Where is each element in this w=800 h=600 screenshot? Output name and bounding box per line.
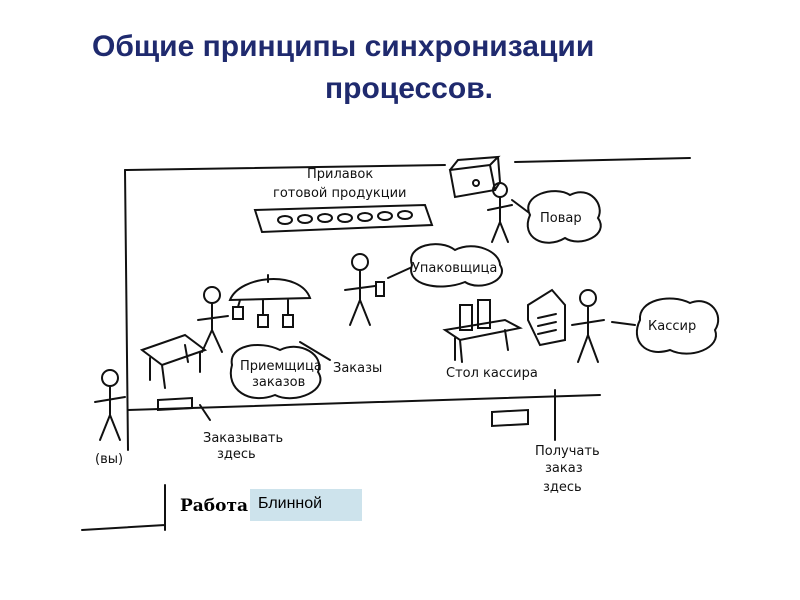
orders-label: Заказы xyxy=(333,361,382,376)
cashier-desk-label: Стол кассира xyxy=(446,366,538,381)
packer-arrow xyxy=(387,267,411,279)
package xyxy=(459,304,473,331)
slide-title-line2: процессов. xyxy=(325,72,493,105)
order-ticket xyxy=(257,314,269,328)
receiver-label-1: Приемщица xyxy=(240,359,322,374)
pancakes-row xyxy=(277,210,413,225)
receiver-cloud xyxy=(229,344,322,400)
cash-register xyxy=(527,288,566,347)
you-figure xyxy=(94,369,126,441)
room-top-wall xyxy=(124,157,691,171)
pickup-label-2: заказ xyxy=(545,461,583,476)
cashier-cloud xyxy=(635,297,720,355)
receiver-label-2: заказов xyxy=(252,375,305,390)
cashier-desk xyxy=(442,318,523,363)
service-counter-line xyxy=(127,394,601,411)
order-here-arrow xyxy=(199,404,211,421)
order-window xyxy=(157,396,193,412)
cook-cloud xyxy=(526,190,602,244)
cook-arrow xyxy=(511,199,529,213)
pickup-label-3: здесь xyxy=(543,480,582,495)
cashier-arrow xyxy=(611,321,636,326)
room-bottom-wall xyxy=(81,484,166,531)
order-here-label-1: Заказывать xyxy=(203,431,283,446)
pickup-window xyxy=(491,408,529,428)
counter-label-1: Прилавок xyxy=(307,167,373,182)
order-ticket xyxy=(232,306,244,320)
cook-figure xyxy=(487,182,513,243)
caption-pancake: Блинной xyxy=(258,495,323,512)
umbrella xyxy=(228,278,312,302)
cook-label: Повар xyxy=(540,211,582,226)
packer-label: Упаковщица xyxy=(412,261,497,276)
room-left-wall xyxy=(124,169,129,451)
slide-title-line1: Общие принципы синхронизации xyxy=(92,30,595,63)
order-ticket xyxy=(282,314,294,328)
order-table xyxy=(139,333,208,389)
caption-work: Работа xyxy=(180,496,249,516)
orders-arrow xyxy=(299,341,331,361)
pickup-label-1: Получать xyxy=(535,444,600,459)
receiver-figure xyxy=(197,286,229,353)
cashier-figure xyxy=(571,289,605,363)
caption-highlight xyxy=(250,489,362,521)
packer-figure xyxy=(344,253,385,326)
order-here-label-2: здесь xyxy=(217,447,256,462)
ready-products-counter xyxy=(253,203,434,234)
counter-label-2: готовой продукции xyxy=(273,186,407,201)
you-label: (вы) xyxy=(95,452,123,467)
package xyxy=(477,299,491,329)
packer-cloud xyxy=(410,243,503,288)
cashier-label: Кассир xyxy=(648,319,696,334)
